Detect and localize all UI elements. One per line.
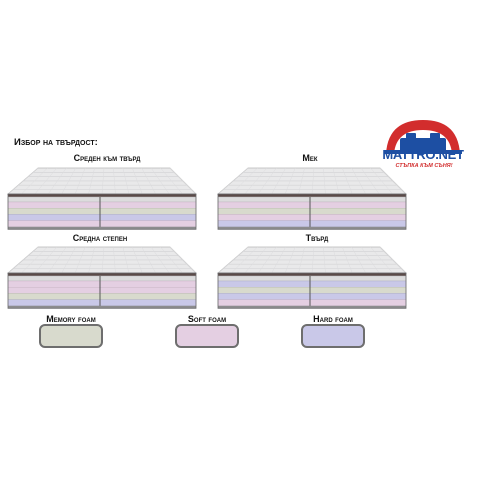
logo-name: MATTRO.NET [382, 147, 464, 162]
mattress-label: Средна степен [72, 233, 128, 243]
mattress-image [216, 167, 407, 230]
mattress-label: Среден към твърд [73, 153, 141, 163]
hard-foam-swatch [301, 324, 365, 348]
legend-label-soft: Soft foam [187, 314, 227, 324]
mattress-image [6, 167, 197, 230]
mattro-logo [384, 120, 462, 154]
legend-label-memory: Memory foam [46, 314, 96, 324]
legend-label-hard: Hard foam [313, 314, 353, 324]
hardness-heading: Избор на твърдост: [14, 137, 98, 148]
mattress-image [216, 246, 407, 309]
mattress-label: Твърд [305, 233, 329, 243]
memory-foam-swatch [39, 324, 103, 348]
logo-slogan: СТЪПКА КЪМ СЪНЯ! [395, 163, 453, 169]
soft-foam-swatch [175, 324, 239, 348]
mattress-label: Мек [302, 153, 318, 163]
mattress-image [6, 246, 197, 309]
